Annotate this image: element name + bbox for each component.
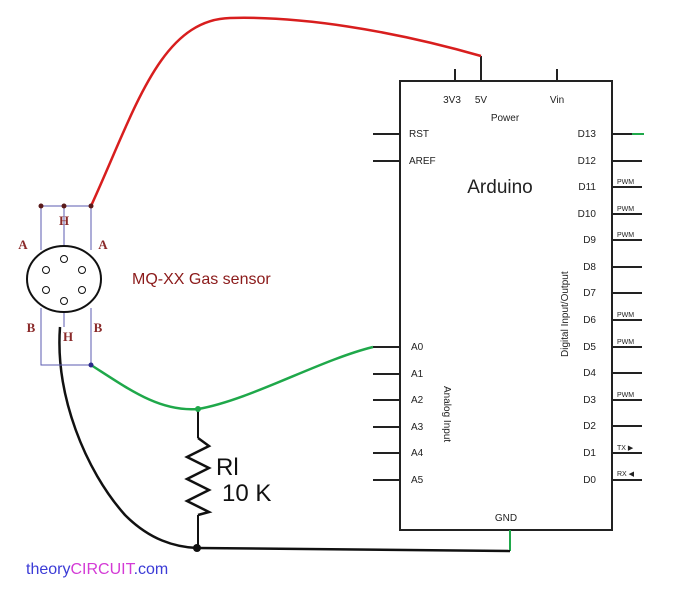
pwm-label-d11: PWM — [617, 179, 634, 186]
sensor-pin-a-right: A — [98, 237, 108, 252]
arduino-board: Arduino 3V3 5V Vin Power RST AREF A0 A1 … — [373, 56, 642, 551]
pin-d9-label: D9 — [583, 235, 596, 246]
pin-d7-label: D7 — [583, 288, 596, 299]
pin-5v-label: 5V — [475, 95, 488, 106]
sensor-node-tl — [38, 203, 44, 209]
left-header: RST AREF A0 A1 A2 A3 A4 A5 Analog Input — [373, 129, 452, 486]
power-header: 3V3 5V Vin Power — [443, 56, 564, 124]
sensor-body — [26, 245, 102, 313]
pin-d12-label: D12 — [578, 156, 597, 167]
pwm-label-d6: PWM — [617, 312, 634, 319]
resistor-zigzag — [184, 436, 213, 517]
pin-a2-label: A2 — [411, 395, 424, 406]
pin-a1-label: A1 — [411, 369, 424, 380]
sensor-title: MQ-XX Gas sensor — [132, 271, 271, 288]
pwm-label-d3: PWM — [617, 392, 634, 399]
rx-label: RX ◀ — [617, 471, 635, 478]
gnd-label: GND — [495, 513, 517, 524]
sensor-pin-2 — [42, 266, 50, 274]
pin-d2-label: D2 — [583, 421, 596, 432]
sensor-pin-h-bottom: H — [63, 329, 73, 344]
sensor-pin-5 — [78, 286, 86, 294]
pin-d0-label: D0 — [583, 475, 596, 486]
vcc-wire — [89, 16, 482, 207]
pin-d5-label: D5 — [583, 342, 596, 353]
wires — [58, 16, 644, 553]
pin-vin-label: Vin — [550, 95, 564, 106]
pin-d6-label: D6 — [583, 315, 596, 326]
right-header: D13 D12 D11 D10 D9 D8 D7 D6 D5 D4 D3 D2 … — [560, 129, 642, 486]
sensor-pin-4 — [42, 286, 50, 294]
pin-a0-label: A0 — [411, 342, 424, 353]
sensor-pin-a-left: A — [18, 237, 28, 252]
power-group-label: Power — [491, 113, 520, 124]
pwm-label-d10: PWM — [617, 206, 634, 213]
pin-d4-label: D4 — [583, 368, 596, 379]
pin-rst-label: RST — [409, 129, 429, 140]
sensor-pin-b-right: B — [94, 320, 103, 335]
signal-junction — [195, 406, 201, 412]
pwm-label-d9: PWM — [617, 232, 634, 239]
pin-3v3-label: 3V3 — [443, 95, 461, 106]
pin-d11-label: D11 — [578, 182, 596, 193]
pin-a3-label: A3 — [411, 422, 424, 433]
pin-d1-label: D1 — [583, 448, 596, 459]
sensor-node-tr — [88, 203, 94, 209]
pwm-label-d5: PWM — [617, 339, 634, 346]
pin-a4-label: A4 — [411, 448, 424, 459]
gnd-junction — [193, 544, 201, 552]
sensor-frame-bottom — [40, 308, 92, 366]
sensor-node-tm — [61, 203, 67, 209]
analog-group-label: Analog Input — [441, 386, 452, 442]
gnd-wire-sensor — [58, 326, 198, 550]
pin-d8-label: D8 — [583, 262, 596, 273]
pin-aref-label: AREF — [409, 156, 436, 167]
sensor-node-br — [88, 362, 94, 368]
sensor-pin-b-left: B — [27, 320, 36, 335]
sensor-pin-h-top: H — [59, 213, 69, 228]
arduino-title: Arduino — [467, 177, 533, 198]
pin-a5-label: A5 — [411, 475, 424, 486]
sensor-pin-6 — [60, 297, 68, 305]
resistor-label: Rl — [216, 454, 239, 481]
watermark-circuit: CIRCUIT — [70, 561, 135, 578]
resistor-value: 10 K — [222, 480, 271, 507]
sensor-pin-3 — [78, 266, 86, 274]
signal-wire — [90, 345, 374, 411]
load-resistor: Rl 10 K — [184, 436, 271, 517]
pin-d10-label: D10 — [578, 209, 597, 220]
watermark: theoryCIRCUIT.com — [26, 561, 168, 578]
gnd-wire-bus — [196, 546, 511, 553]
pin-d13-label: D13 — [578, 129, 597, 140]
digital-group-label: Digital Input/Output — [560, 271, 571, 357]
pin-d3-label: D3 — [583, 395, 596, 406]
arduino-outline — [399, 80, 613, 531]
tx-label: TX ▶ — [617, 445, 634, 452]
watermark-theory: theory — [26, 561, 70, 578]
sensor-pin-1 — [60, 255, 68, 263]
gas-sensor: H A A B B H MQ-XX Gas sensor — [18, 203, 271, 368]
watermark-com: .com — [134, 561, 169, 578]
